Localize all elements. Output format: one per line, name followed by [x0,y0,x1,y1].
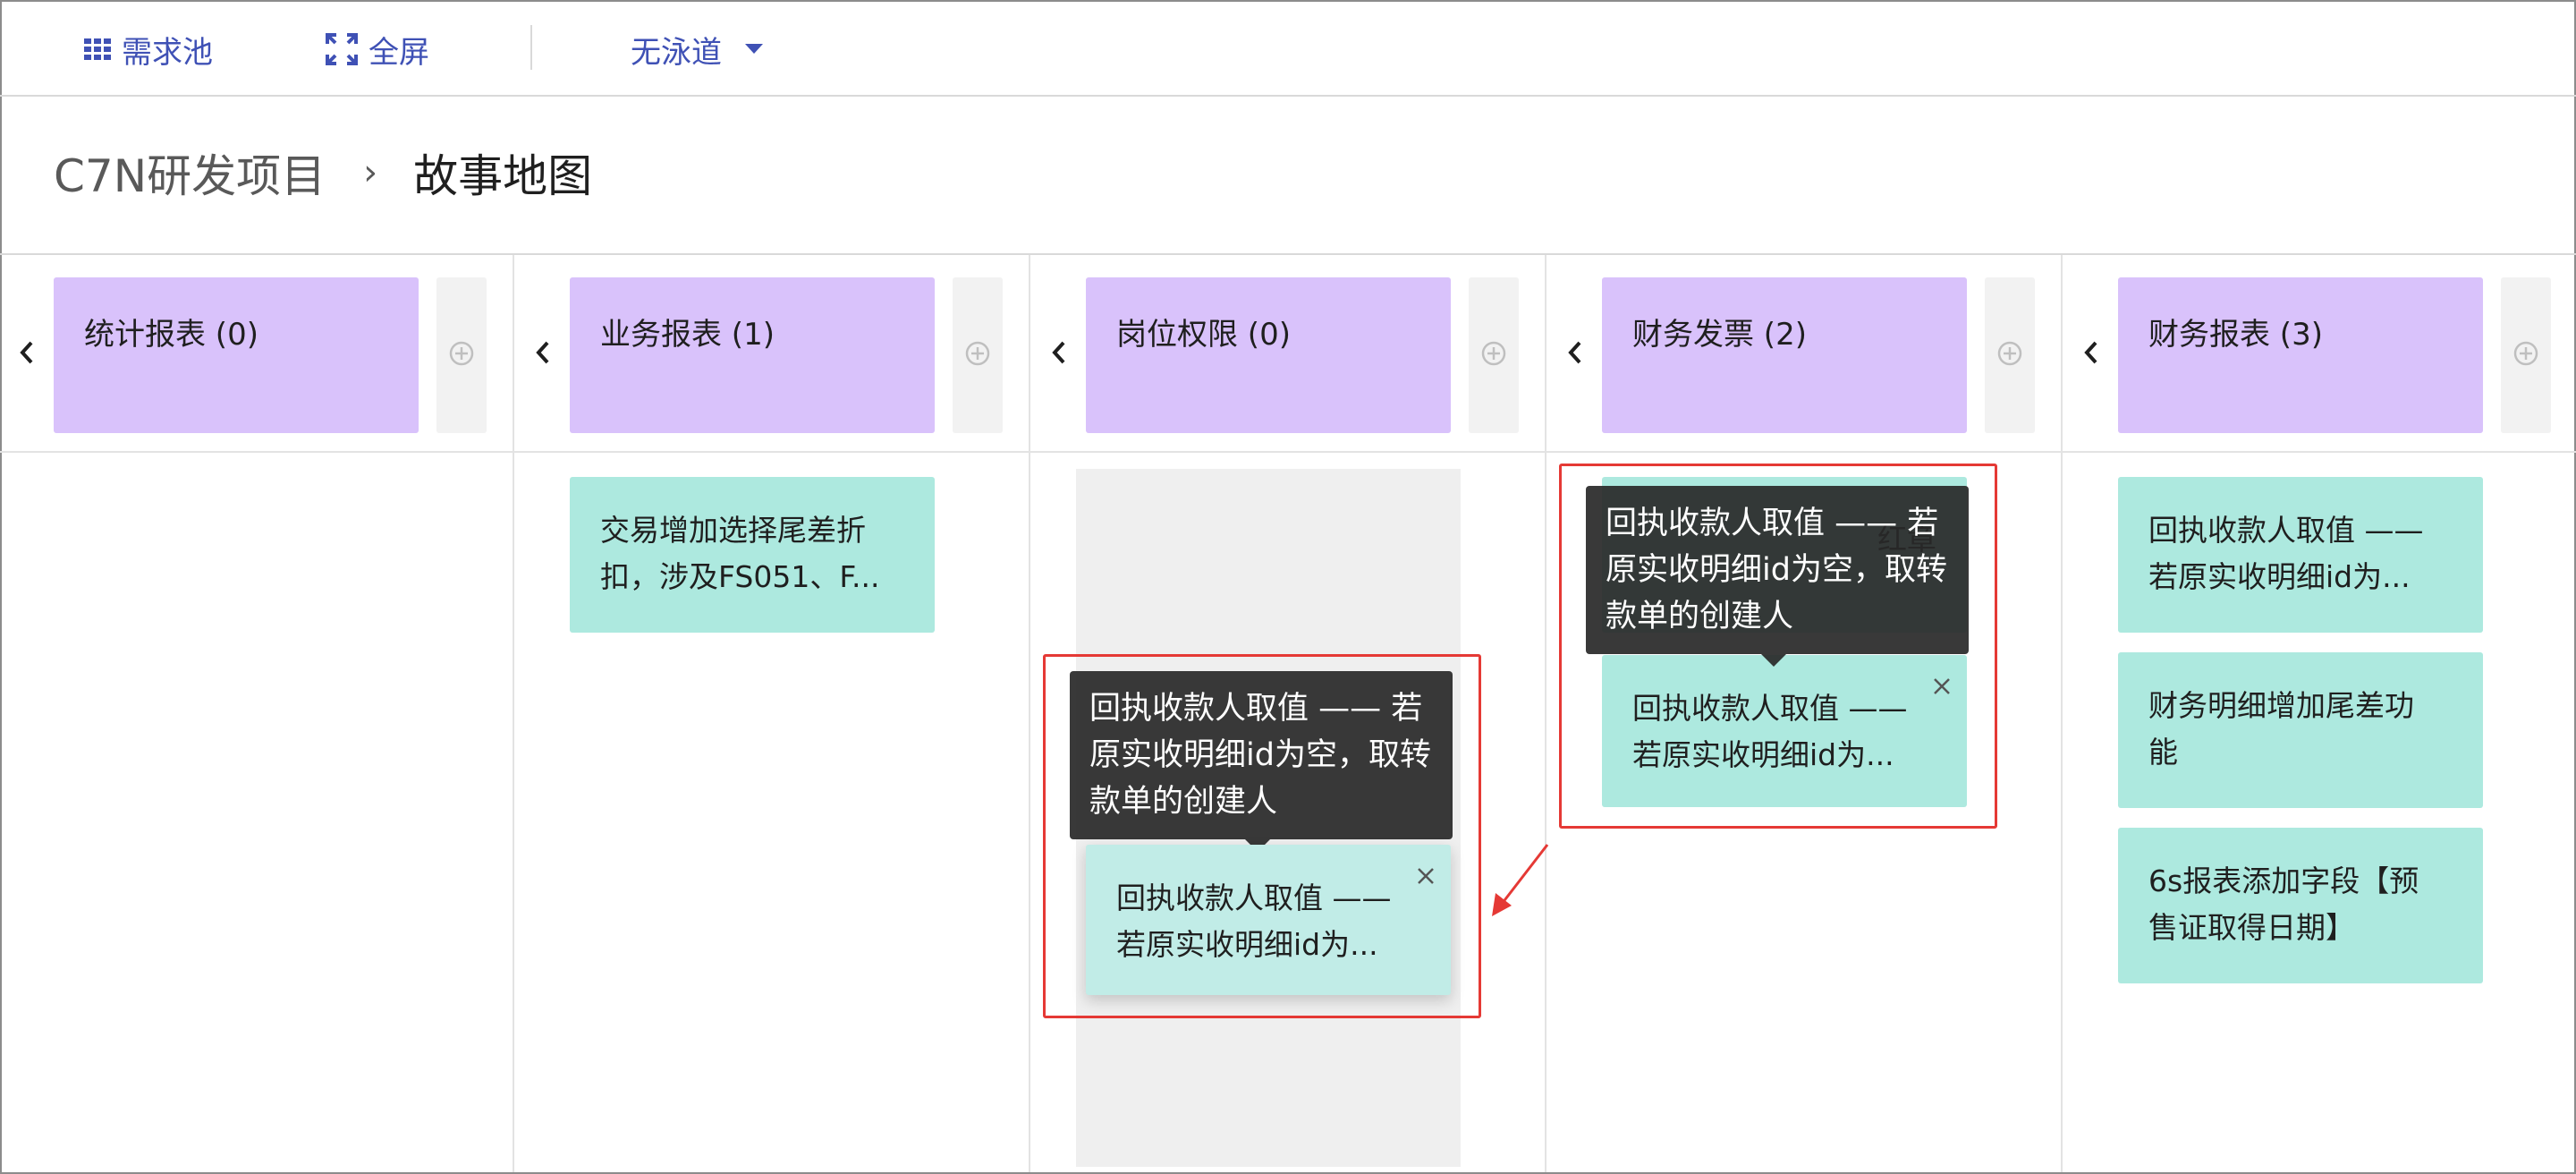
story-text-line: 回执收款人取值 —— [1632,691,1908,726]
story-card[interactable]: 回执收款人取值 —— 若原实收明细id为... [2118,477,2483,633]
story-text-line: 回执收款人取值 —— [2148,513,2424,548]
column-divider [2061,255,2063,1172]
highlight-box [1559,464,1997,829]
story-text-line: 财务明细增加尾差功 [2148,688,2414,723]
annotation-arrow-icon [1492,844,1549,916]
epic-card-finance-invoice[interactable]: 财务发票 (2) [1602,277,1967,433]
collapse-chevron-left-icon[interactable] [532,337,554,368]
dragging-story-card[interactable]: 回执收款人取值 —— 若原实收明细id为... [1086,845,1451,995]
page-title: 故事地图 [413,150,593,202]
column-divider [1029,255,1030,1172]
story-tooltip: 回执收款人取值 —— 若 原实收明细id为空，取转 款单的创建人 [1070,671,1453,852]
tooltip-line: 回执收款人取值 —— 若 [1606,506,1939,541]
tooltip-line: 原实收明细id为空，取转 [1089,737,1431,773]
story-card[interactable]: 财务明细增加尾差功 能 [2118,652,2483,808]
plus-circle-icon [964,340,991,370]
tooltip-line: 原实收明细id为空，取转 [1606,552,1947,588]
plus-circle-icon [2512,340,2539,370]
plus-circle-icon [1480,340,1507,370]
close-icon[interactable] [1929,666,1954,694]
epic-row-divider [0,451,2576,453]
story-card[interactable]: 交易增加选择尾差折 扣，涉及FS051、F... [570,477,935,633]
epic-title: 统计报表 (0) [84,317,258,353]
story-text-line: 回执收款人取值 —— [1116,880,1392,915]
swimlane-label: 无泳道 [631,34,722,71]
column-divider [513,255,514,1172]
fullscreen-label: 全屏 [369,34,429,71]
tooltip-line: 回执收款人取值 —— 若 [1089,691,1423,727]
highlight-box [1043,654,1481,1018]
story-card[interactable]: 6s报表添加字段【预 售证取得日期】 [2118,828,2483,983]
backlog-label: 需求池 [122,34,213,71]
breadcrumb: C7N研发项目 › 故事地图 [54,141,592,204]
swimlane-select[interactable]: 无泳道 [631,27,763,72]
column-divider [1545,255,1546,1172]
story-text-line: 交易增加选择尾差折 [600,513,866,548]
story-text-line: 售证取得日期】 [2148,910,2355,945]
epic-card-statistics-report[interactable]: 统计报表 (0) [54,277,419,433]
toolbar-divider [530,25,532,70]
story-text-line: 若原实收明细id为... [2148,559,2411,594]
toolbar: 需求池 全屏 无泳道 [0,0,2576,97]
plus-circle-icon [448,340,475,370]
collapse-chevron-left-icon[interactable] [16,337,38,368]
add-story-button[interactable] [2501,277,2551,433]
plus-circle-icon [1996,340,2023,370]
add-story-button[interactable] [1469,277,1519,433]
close-icon[interactable] [1413,855,1438,884]
tooltip-line: 款单的创建人 [1089,784,1278,820]
grid-icon [84,38,111,60]
epic-card-position-permission[interactable]: 岗位权限 (0) [1086,277,1451,433]
epic-title: 业务报表 (1) [600,317,775,353]
tooltip-line: 款单的创建人 [1606,599,1794,634]
story-text-line: 若原实收明细id为... [1632,737,1894,772]
story-text-line: 若原实收明细id为... [1116,927,1378,962]
breadcrumb-project[interactable]: C7N研发项目 [54,150,326,202]
story-text-line: 能 [2148,735,2178,770]
header-divider [0,253,2576,255]
story-tooltip: 回执收款人取值 —— 若 原实收明细id为空，取转 款单的创建人 [1586,486,1969,667]
epic-title: 岗位权限 (0) [1116,317,1291,353]
story-card[interactable]: 回执收款人取值 —— 若原实收明细id为... [1602,655,1967,807]
story-text-line: 扣，涉及FS051、F... [600,559,880,594]
add-story-button[interactable] [1985,277,2035,433]
story-text-line: 6s报表添加字段【预 [2148,863,2419,898]
expand-icon [326,33,358,65]
epic-title: 财务发票 (2) [1632,317,1807,353]
fullscreen-button[interactable]: 全屏 [326,27,429,72]
add-story-button[interactable] [436,277,487,433]
backlog-button[interactable]: 需求池 [84,27,213,72]
epic-title: 财务报表 (3) [2148,317,2323,353]
collapse-chevron-left-icon[interactable] [1564,337,1586,368]
collapse-chevron-left-icon[interactable] [1048,337,1070,368]
breadcrumb-separator: › [363,152,378,193]
epic-card-business-report[interactable]: 业务报表 (1) [570,277,935,433]
caret-down-icon [745,44,763,55]
epic-card-finance-report[interactable]: 财务报表 (3) [2118,277,2483,433]
collapse-chevron-left-icon[interactable] [2080,337,2102,368]
add-story-button[interactable] [953,277,1003,433]
